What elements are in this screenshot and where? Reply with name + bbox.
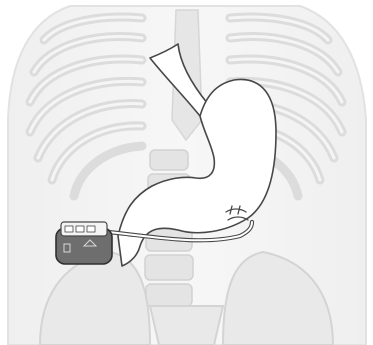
gastric-stimulator-device bbox=[56, 222, 112, 264]
